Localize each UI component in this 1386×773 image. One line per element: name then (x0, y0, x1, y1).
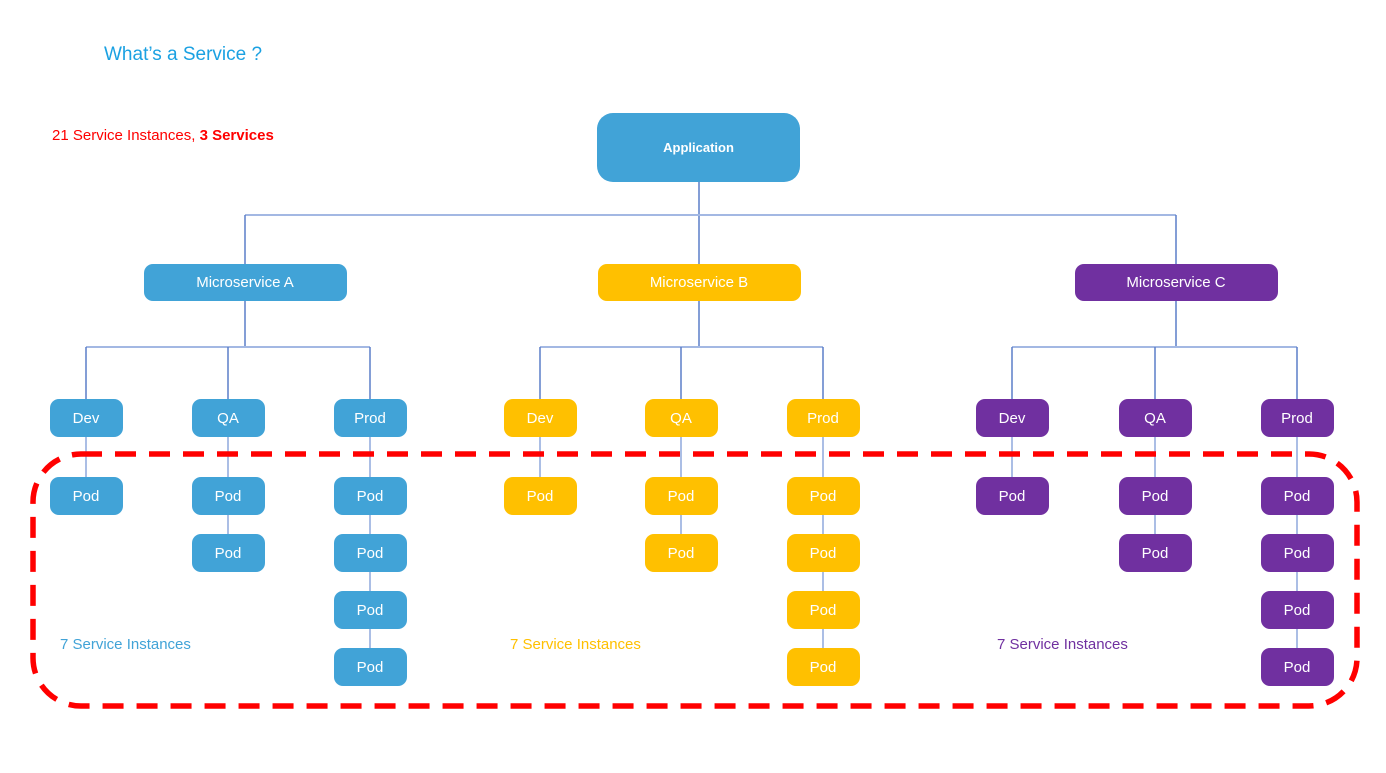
microservice-node: Microservice A (143, 264, 347, 301)
instance-count-prefix: 21 Service Instances, (52, 127, 200, 144)
pod-node: Pod (1118, 534, 1192, 572)
instance-count-text: 21 Service Instances, 3 Services (52, 127, 274, 144)
env-node-prod: Prod (333, 399, 407, 437)
service-instances-caption: 7 Service Instances (510, 636, 641, 653)
pod-node: Pod (786, 477, 860, 515)
pod-node: Pod (1118, 477, 1192, 515)
pod-node: Pod (644, 534, 718, 572)
pod-node: Pod (1260, 648, 1334, 686)
pod-node: Pod (786, 648, 860, 686)
application-node: Application (597, 113, 800, 182)
pod-node: Pod (503, 477, 577, 515)
env-node-prod: Prod (1260, 399, 1334, 437)
pod-node: Pod (786, 591, 860, 629)
microservice-node: Microservice B (597, 264, 801, 301)
env-node-qa: QA (191, 399, 265, 437)
pod-node: Pod (786, 534, 860, 572)
pod-node: Pod (1260, 477, 1334, 515)
service-instances-caption: 7 Service Instances (60, 636, 191, 653)
service-instances-group-outline (30, 451, 1360, 709)
microservice-node: Microservice C (1074, 264, 1278, 301)
slide-title: What’s a Service ? (104, 44, 263, 65)
env-node-dev: Dev (49, 399, 123, 437)
pod-node: Pod (975, 477, 1049, 515)
pod-node: Pod (333, 534, 407, 572)
env-node-dev: Dev (503, 399, 577, 437)
pod-node: Pod (191, 477, 265, 515)
services-count-bold: 3 Services (199, 127, 274, 144)
pod-node: Pod (1260, 534, 1334, 572)
pod-node: Pod (333, 591, 407, 629)
env-node-qa: QA (1118, 399, 1192, 437)
env-node-prod: Prod (786, 399, 860, 437)
pod-node: Pod (644, 477, 718, 515)
pod-node: Pod (333, 648, 407, 686)
pod-node: Pod (191, 534, 265, 572)
pod-node: Pod (1260, 591, 1334, 629)
pod-node: Pod (49, 477, 123, 515)
env-node-qa: QA (644, 399, 718, 437)
service-instances-caption: 7 Service Instances (997, 636, 1128, 653)
env-node-dev: Dev (975, 399, 1049, 437)
pod-node: Pod (333, 477, 407, 515)
